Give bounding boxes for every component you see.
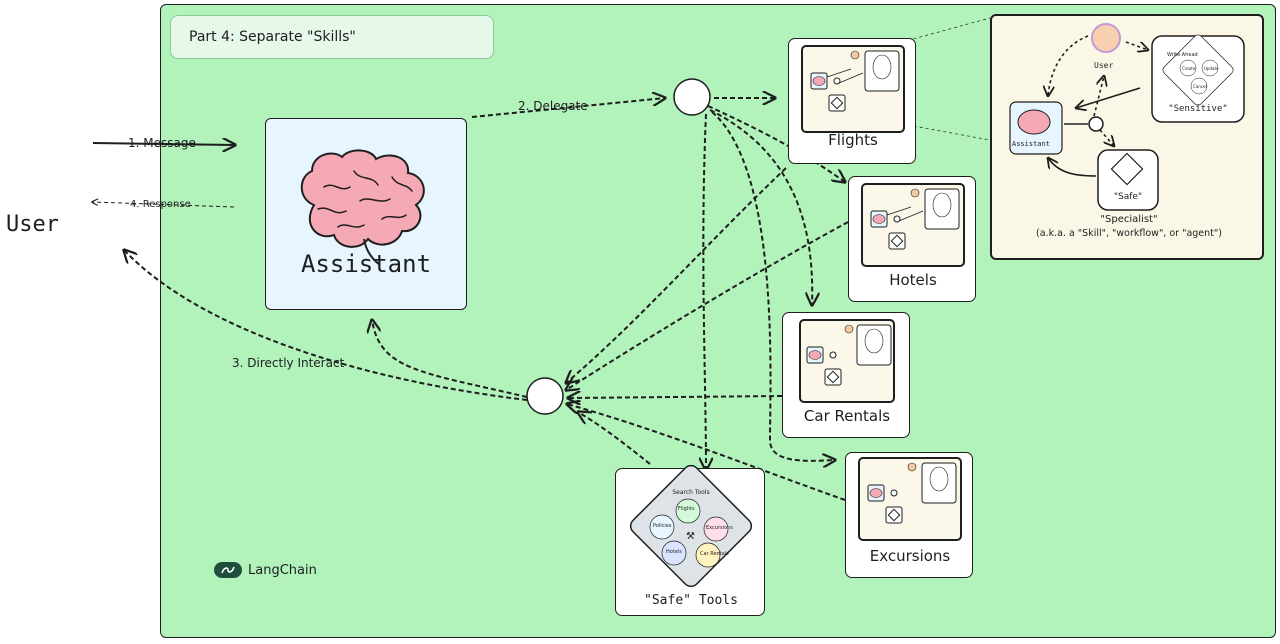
skill-label: Flights (828, 131, 878, 149)
skill-card-excursions: Excursions (845, 452, 973, 578)
skill-card-hotels: Hotels (848, 176, 976, 302)
zoom-sensitive-label: "Sensitive" (1168, 104, 1228, 114)
user-avatar-icon (1091, 23, 1121, 53)
specialist-mini-diagram (867, 462, 957, 524)
delegate-router-node (673, 78, 711, 116)
delegate-label: 2. Delegate (518, 99, 588, 113)
zoom-sensitive-create: Create (1182, 66, 1196, 71)
langchain-text: LangChain (248, 562, 317, 578)
assistant-label: Assistant (300, 250, 432, 278)
return-router-node (526, 377, 564, 415)
langchain-icon (214, 562, 242, 578)
message-arrow (92, 143, 235, 145)
tools-icon: ⚒ (686, 531, 695, 542)
zoom-aka-label: (a.k.a. a "Skill", "workflow", or "agent… (1036, 228, 1222, 239)
specialist-mini-diagram (870, 188, 960, 250)
delegate-arrow (471, 98, 665, 118)
zoom-sensitive-header: Write Ahead (1167, 52, 1198, 58)
response-arrow (92, 202, 235, 208)
tool-flights: Flights (678, 506, 695, 512)
zoom-router-node (1088, 116, 1104, 132)
safe-tools-header: Search Tools (672, 489, 710, 496)
zoom-sensitive-update: Update (1204, 66, 1219, 71)
assistant-node (265, 118, 467, 310)
safe-tools-card: Search Tools Flights Policies Excursions… (615, 464, 765, 616)
diagram-title: Part 4: Separate "Skills" (170, 15, 494, 59)
tool-hotels: Hotels (666, 549, 682, 555)
langchain-logo: LangChain (214, 562, 317, 578)
specialist-mini-diagram (806, 324, 892, 386)
specialist-detail-diagram (1009, 23, 1245, 211)
skill-label: Hotels (889, 271, 937, 289)
tool-excursions: Excursions (706, 525, 733, 531)
brain-icon (300, 149, 425, 266)
safe-tools-diagram (629, 464, 753, 588)
specialist-zoom-panel: User Assistant Write Ahead Create Update… (990, 14, 1264, 260)
specialist-thumbnail (801, 45, 905, 133)
message-label: 1. Message (128, 136, 196, 150)
zoom-user-label: User (1094, 61, 1114, 70)
zoom-assistant-label: Assistant (1012, 140, 1050, 148)
skill-label: Car Rentals (803, 407, 891, 425)
user-label: User (6, 212, 59, 237)
specialist-mini-diagram (810, 50, 900, 112)
zoom-safe-label: "Safe" (1113, 192, 1143, 202)
zoom-specialist-label: "Specialist" (1100, 214, 1158, 225)
tool-policies: Policies (653, 523, 672, 529)
skill-card-car-rentals: Car Rentals (782, 312, 910, 438)
response-label: 4. Response (130, 199, 191, 210)
specialist-thumbnail (799, 319, 895, 403)
zoom-sensitive-cancel: Cancel (1193, 84, 1207, 89)
skill-label: Excursions (869, 547, 951, 565)
diagram-title-text: Part 4: Separate "Skills" (189, 29, 356, 45)
safe-tools-label: "Safe" Tools (644, 593, 738, 608)
zoom-safe-node (1097, 149, 1159, 211)
specialist-thumbnail (861, 183, 965, 267)
zoom-brain-icon (1017, 109, 1051, 135)
directly-interact-label: 3. Directly Interact (232, 356, 345, 370)
specialist-thumbnail (858, 457, 962, 541)
skill-card-flights: Flights (788, 38, 916, 164)
tool-car-rentals: Car Rentals (700, 551, 729, 557)
